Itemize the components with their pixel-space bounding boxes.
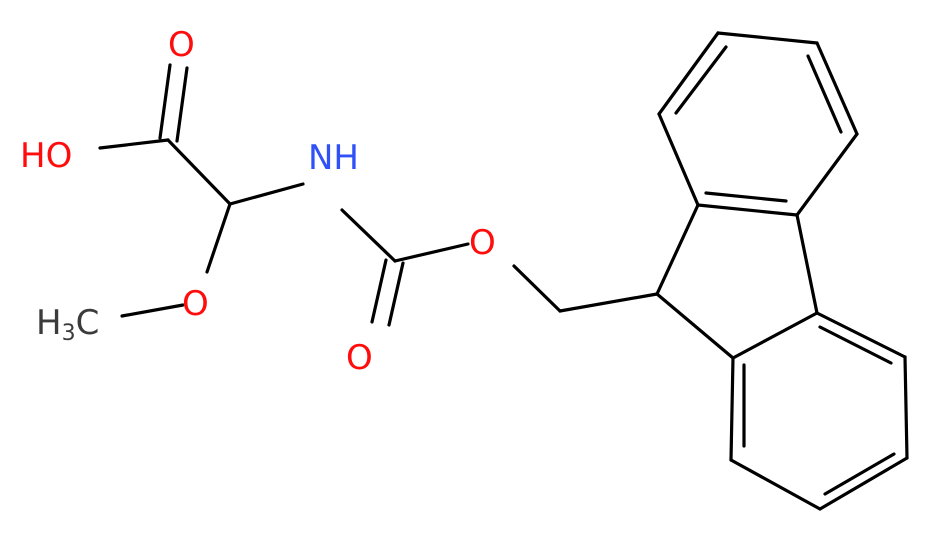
bond-upper-ring-4 [815, 41, 859, 136]
bond-upper-ring-3 [716, 31, 819, 45]
bond-upper-ring-double-c [704, 191, 788, 203]
bond-upper-ring-5 [795, 132, 859, 217]
bond-nh-carbamate-c [340, 208, 397, 263]
bond-carbamate-c-o-double-2 [387, 261, 405, 327]
bond-cooh-c-oh [98, 138, 170, 150]
atom-label-o-acid: O [168, 25, 195, 65]
bond-cooh-c-o-double-1 [158, 63, 172, 140]
atom-label-o-methoxy: O [182, 284, 209, 324]
bond-carbamate-c-o-double-1 [370, 258, 388, 324]
bond-lower-ring-2 [729, 458, 822, 511]
bond-c4a-c8a [731, 311, 819, 360]
atom-label-methyl: H3C [36, 303, 99, 346]
atom-label-ho: HO [20, 136, 72, 176]
bond-upper-ring-double-a [674, 45, 728, 115]
bond-lower-ring-3 [818, 456, 909, 511]
bond-lower-ring-double-c [818, 325, 893, 365]
methyl-h: H [36, 303, 62, 343]
bond-carbamate-c-o-ester [393, 242, 470, 263]
bond-alpha-nh [228, 182, 305, 206]
bond-cooh-carbon-alpha [166, 138, 232, 206]
atom-labels: HO O NH O H3C O O [20, 25, 496, 378]
bonds [98, 31, 909, 511]
atom-label-o-ester: O [469, 223, 496, 263]
bond-upper-ring-1 [657, 112, 700, 207]
bond-c9-c8a [655, 292, 735, 360]
atom-label-nh: NH [308, 138, 359, 178]
bond-upper-ring-2 [657, 31, 720, 116]
bond-lower-ring-4 [903, 355, 909, 460]
methyl-subscript: 3 [62, 321, 76, 346]
bond-c9a-c4b [696, 203, 799, 217]
bond-alpha-o-methoxy [205, 202, 232, 274]
bond-c9-c9a [655, 203, 700, 296]
methyl-c: C [76, 303, 100, 343]
bond-upper-ring-double-b [806, 54, 843, 134]
bond-lower-ring-5 [815, 311, 907, 359]
bond-o-methyl [120, 303, 185, 318]
bond-ch2-c9 [558, 292, 659, 313]
bond-cooh-c-o-double-2 [175, 66, 189, 143]
atom-label-o-carbamate: O [346, 338, 373, 378]
bond-o-ester-ch2 [512, 264, 562, 313]
bond-c4b-c4a [795, 213, 819, 315]
bond-lower-ring-1 [729, 356, 735, 462]
bond-lower-ring-double-b [823, 452, 896, 496]
